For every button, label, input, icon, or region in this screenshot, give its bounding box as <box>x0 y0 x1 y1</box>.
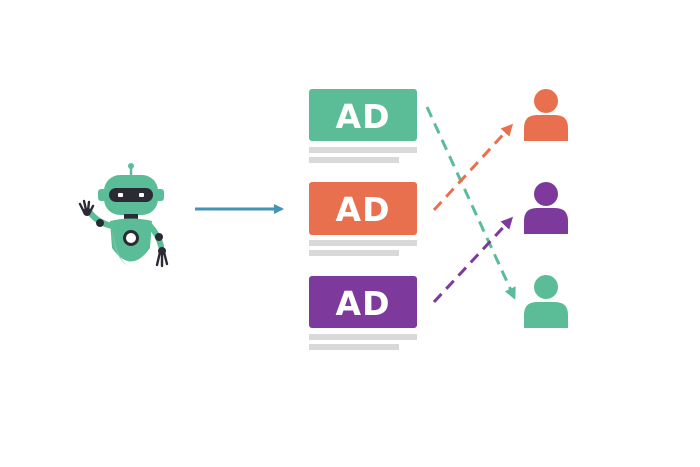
text-line <box>309 334 417 340</box>
ad-label: AD <box>336 97 391 136</box>
ad-card-orange: AD <box>309 182 417 256</box>
ad-label: AD <box>336 190 391 229</box>
ad-banner <box>309 89 417 141</box>
user-icon-orange <box>524 89 568 141</box>
text-line <box>309 157 399 163</box>
robot-icon <box>78 163 169 268</box>
user-icon-purple <box>524 182 568 234</box>
text-line <box>309 147 417 153</box>
text-line <box>309 250 399 256</box>
ad-label: AD <box>336 284 391 323</box>
ad-banner <box>309 182 417 235</box>
ad-banner <box>309 276 417 328</box>
text-line <box>309 240 417 246</box>
user-icon-green <box>524 275 568 328</box>
purple-ad-to-purple-user-arrow <box>432 216 514 304</box>
ad-card-purple: AD <box>309 276 417 350</box>
ad-card-green: AD <box>309 89 417 163</box>
text-line <box>309 344 399 350</box>
orange-ad-to-orange-user-arrow <box>432 123 514 212</box>
